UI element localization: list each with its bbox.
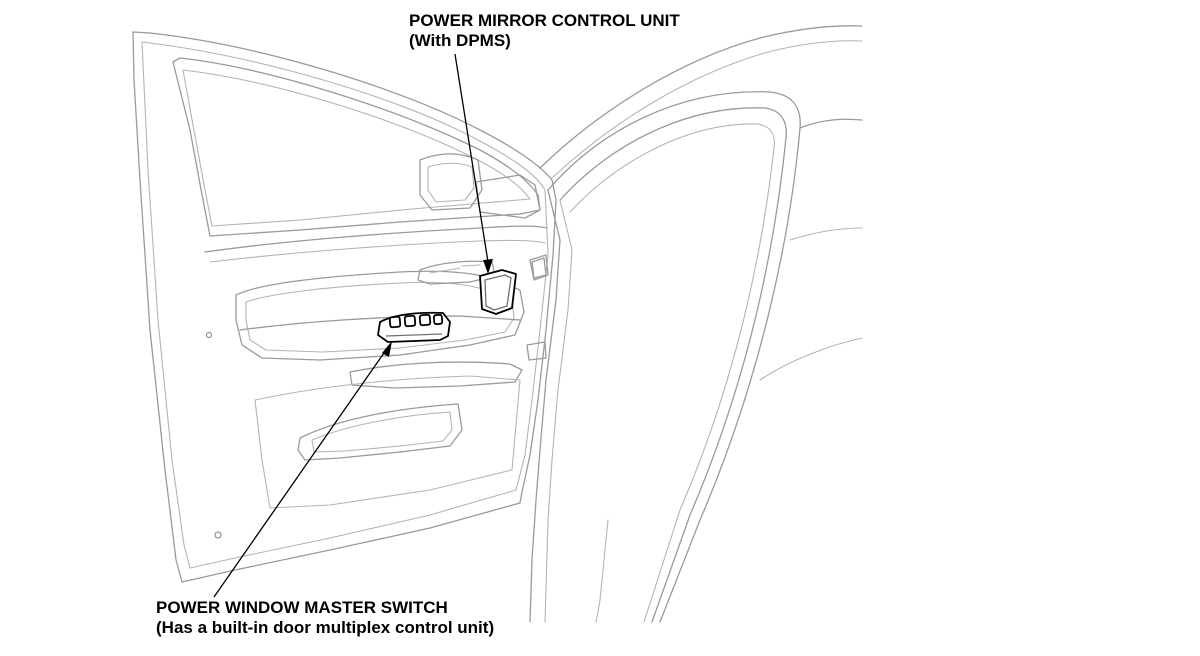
door-pocket-outer <box>297 403 463 461</box>
door-opening-outer <box>547 91 801 623</box>
power-mirror-control-unit <box>479 269 517 315</box>
a-pillar <box>529 189 561 623</box>
trim-upper-line <box>204 225 548 253</box>
switch-label-line2: (Has a built-in door multiplex control u… <box>156 618 495 637</box>
inner-door-handle <box>417 260 496 285</box>
roof-inner <box>551 40 863 179</box>
power-window-master-switch <box>377 311 451 343</box>
door-screw <box>214 531 222 539</box>
leader-mirror <box>454 53 493 274</box>
door-weatherstrip <box>569 123 775 623</box>
mirror-label-line2: (With DPMS) <box>409 31 511 50</box>
switch-label-line1: POWER WINDOW MASTER SWITCH <box>156 598 448 617</box>
check-strap <box>531 257 547 279</box>
hinge-lower <box>526 341 547 361</box>
power-window-master-switch-label: POWER WINDOW MASTER SWITCH (Has a built-… <box>156 598 494 638</box>
b-pillar <box>799 118 863 129</box>
sill <box>595 519 609 623</box>
rear-body-line <box>759 337 863 381</box>
front-door <box>132 31 557 583</box>
leader-switch <box>213 341 392 598</box>
roof-outer <box>539 25 863 169</box>
handle-detail <box>429 264 481 274</box>
mirror-glass <box>427 162 475 203</box>
mirror-housing <box>419 153 483 211</box>
hinge-area <box>529 254 549 281</box>
power-mirror-control-unit-label: POWER MIRROR CONTROL UNIT (With DPMS) <box>409 11 680 51</box>
window-frame <box>172 57 541 237</box>
door-outer-edge <box>132 31 557 583</box>
vehicle-body <box>526 25 863 623</box>
door-inner-edge <box>141 41 549 569</box>
door-screw-2 <box>205 331 213 339</box>
armrest <box>235 270 525 361</box>
armrest-inner <box>245 281 515 353</box>
window-glass <box>182 69 531 227</box>
mirror-label-line1: POWER MIRROR CONTROL UNIT <box>409 11 680 30</box>
door-pocket-inner <box>311 411 453 453</box>
a-pillar-inner <box>544 199 573 623</box>
b-pillar-2 <box>789 227 863 241</box>
trim-upper-line-2 <box>209 239 546 263</box>
lower-trim <box>254 375 521 509</box>
pull-pocket <box>349 361 523 389</box>
door-opening-inner <box>559 107 787 623</box>
